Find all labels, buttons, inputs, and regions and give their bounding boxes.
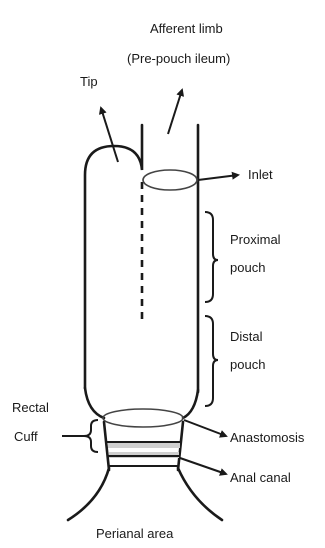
- tip-arrow: [101, 108, 118, 162]
- afferent-limb-label: Afferent limb: [150, 21, 223, 36]
- anastomosis-label: Anastomosis: [230, 430, 305, 445]
- perianal-area-label: Perianal area: [96, 526, 174, 541]
- rectal-label-line2: Cuff: [14, 429, 38, 444]
- anal-canal-arrow: [180, 458, 226, 474]
- afferent-arrow: [168, 90, 182, 134]
- inlet-ellipse: [143, 170, 197, 190]
- anastomosis-arrow: [184, 420, 226, 436]
- perianal-left-curve: [68, 468, 109, 520]
- anal-canal-label: Anal canal: [230, 470, 291, 485]
- distal-label-line1: Distal: [230, 329, 263, 344]
- proximal-label-line1: Proximal: [230, 232, 281, 247]
- inlet-arrow: [198, 175, 238, 180]
- rectal-cuff-bracket: [84, 420, 98, 452]
- pre-pouch-ileum-label: (Pre-pouch ileum): [127, 51, 230, 66]
- tip-label: Tip: [80, 74, 98, 89]
- pouch-bottom-right: [183, 390, 198, 418]
- distal-pouch-bracket: [205, 316, 218, 406]
- rectal-label-line1: Rectal: [12, 400, 49, 415]
- proximal-pouch-bracket: [205, 212, 218, 302]
- perianal-right-curve: [178, 468, 222, 520]
- proximal-label-line2: pouch: [230, 260, 265, 275]
- anastomosis-ellipse: [103, 409, 183, 427]
- pouch-bottom-left: [85, 388, 104, 418]
- distal-label-line2: pouch: [230, 357, 265, 372]
- pouch-outline: [85, 125, 142, 388]
- inlet-label: Inlet: [248, 167, 273, 182]
